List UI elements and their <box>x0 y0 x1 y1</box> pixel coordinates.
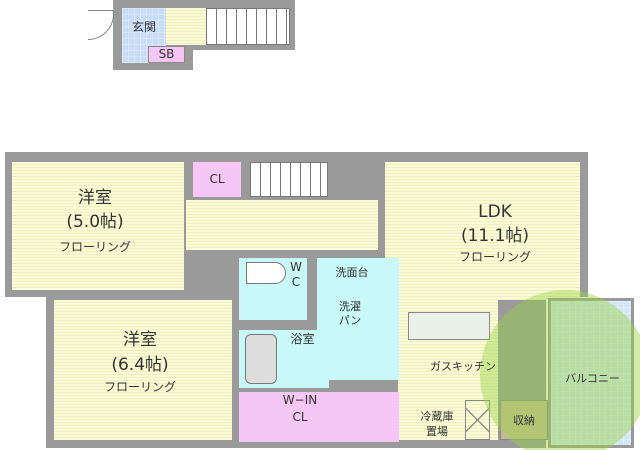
bath-label: 浴室 <box>290 332 315 346</box>
entrance-hall <box>166 8 206 45</box>
hallway <box>186 200 378 250</box>
washstand-label: 洗面台 <box>335 266 369 279</box>
kitchen-label: ガスキッチン <box>430 360 496 373</box>
shoebox <box>148 46 185 63</box>
fridge-label-2: 置場 <box>426 425 448 438</box>
stairs <box>250 162 328 197</box>
kitchen-counter <box>408 312 490 340</box>
room1-name: 洋室 <box>78 188 112 208</box>
laundry-label-2: パン <box>338 314 362 327</box>
wic-label-1: W−IN <box>282 393 318 407</box>
laundry-label-1: 洗濯 <box>339 300 361 313</box>
entry-door[interactable] <box>88 10 114 40</box>
ldk-floor: フローリング <box>458 250 531 264</box>
stairs-upper <box>206 8 290 45</box>
fridge-label-1: 冷蔵庫 <box>420 410 454 423</box>
storage <box>500 400 548 440</box>
western-room-2 <box>54 300 232 440</box>
balcony-label: バルコニー <box>565 372 620 385</box>
wc-label-w: W <box>290 260 302 274</box>
bathtub-icon <box>245 334 277 384</box>
walk-in-closet <box>239 392 399 442</box>
washroom <box>317 258 399 380</box>
room1-floor: フローリング <box>58 240 131 254</box>
closet-label: CL <box>209 172 225 186</box>
ldk-size: (11.1帖) <box>460 226 530 246</box>
western-room-1 <box>12 162 184 290</box>
ldk-name: LDK <box>478 202 512 222</box>
ldk <box>385 162 580 300</box>
room2-floor: フローリング <box>103 380 176 394</box>
fridge-space <box>465 400 490 440</box>
wic-label-2: CL <box>292 410 308 424</box>
entrance-label: 玄関 <box>131 20 156 34</box>
assist-logo <box>480 290 640 450</box>
room1-size: (5.0帖) <box>66 212 124 232</box>
room2-name: 洋室 <box>123 330 157 350</box>
balcony <box>548 298 634 448</box>
storage-label: 収納 <box>513 414 535 427</box>
wc-label-c: C <box>291 275 301 289</box>
room2-size: (6.4帖) <box>111 355 169 375</box>
shoebox-label: SB <box>158 47 175 61</box>
toilet-icon <box>246 262 286 284</box>
closet <box>193 162 241 197</box>
